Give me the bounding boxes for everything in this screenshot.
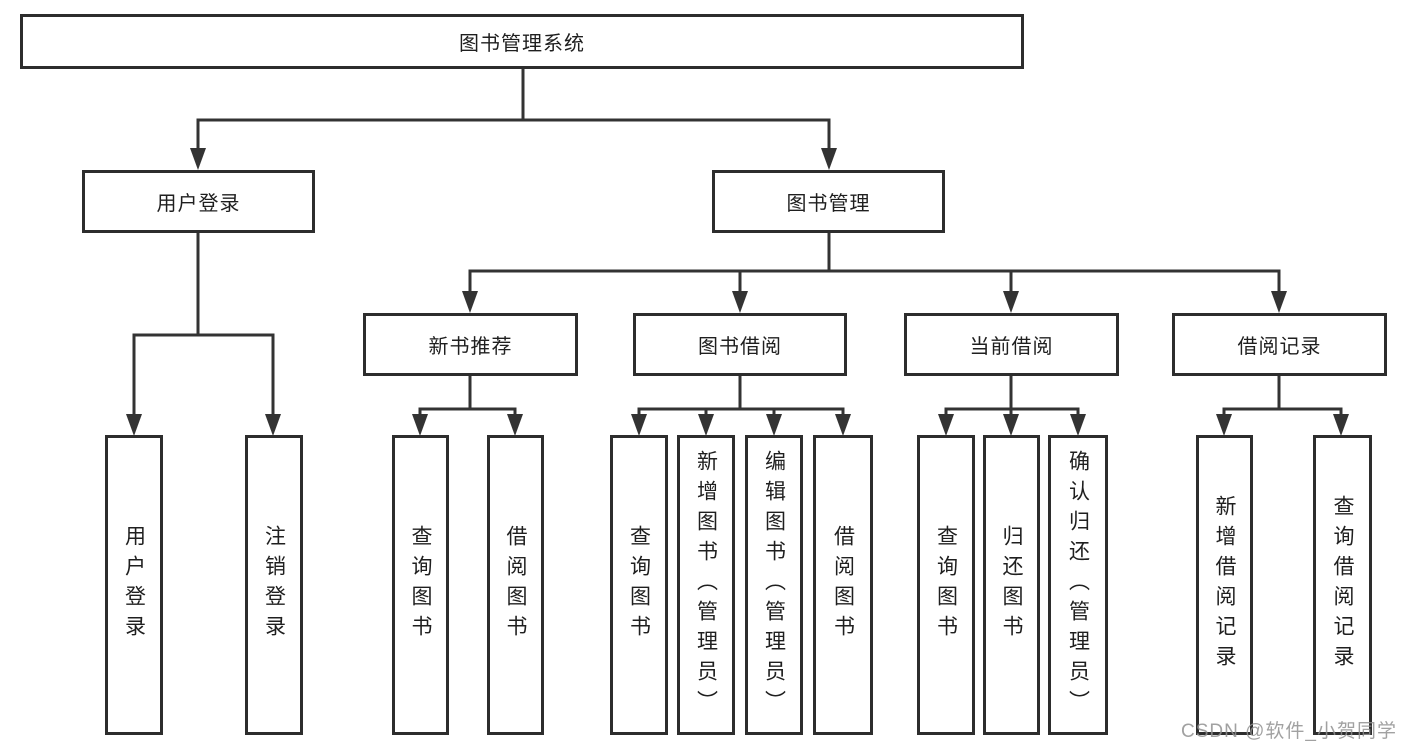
- node-label: 编辑图书（管理员）: [762, 450, 786, 720]
- node-user-login: 用户登录: [82, 170, 315, 233]
- node-label: 图书借阅: [698, 336, 782, 358]
- node-root-system: 图书管理系统: [20, 14, 1024, 69]
- node-leaf-confirm-return-admin: 确认归还（管理员）: [1048, 435, 1108, 735]
- node-label: 新增图书（管理员）: [694, 450, 718, 720]
- node-leaf-logout: 注销登录: [245, 435, 303, 735]
- node-book-management: 图书管理: [712, 170, 945, 233]
- node-leaf-query-books-current: 查询图书: [917, 435, 975, 735]
- node-label: 借阅记录: [1237, 336, 1322, 358]
- node-label: 用户登录: [156, 193, 241, 215]
- node-leaf-borrow-books-borrowing: 借阅图书: [813, 435, 873, 735]
- node-label: 当前借阅: [969, 336, 1054, 358]
- node-leaf-query-borrow-record: 查询借阅记录: [1313, 435, 1372, 735]
- node-label: 新增借阅记录: [1213, 495, 1236, 675]
- node-leaf-query-books-recommend: 查询图书: [392, 435, 449, 735]
- node-leaf-user-login: 用户登录: [105, 435, 163, 735]
- node-label: 借阅图书: [831, 525, 855, 645]
- node-label: 查询借阅记录: [1331, 495, 1354, 675]
- node-label: 图书管理系统: [459, 33, 585, 55]
- node-leaf-add-books-admin: 新增图书（管理员）: [677, 435, 735, 735]
- node-label: 注销登录: [262, 525, 286, 645]
- node-label: 归还图书: [1000, 525, 1023, 645]
- node-label: 用户登录: [122, 525, 146, 645]
- node-label: 确认归还（管理员）: [1066, 450, 1090, 720]
- node-label: 借阅图书: [504, 525, 527, 645]
- node-leaf-edit-books-admin: 编辑图书（管理员）: [745, 435, 803, 735]
- node-borrowing-records: 借阅记录: [1172, 313, 1387, 376]
- node-label: 查询图书: [409, 525, 432, 645]
- node-leaf-query-books-borrowing: 查询图书: [610, 435, 668, 735]
- node-label: 查询图书: [627, 525, 651, 645]
- node-label: 图书管理: [786, 193, 871, 215]
- node-label: 查询图书: [934, 525, 958, 645]
- node-leaf-add-borrow-record: 新增借阅记录: [1196, 435, 1253, 735]
- csdn-watermark: CSDN @软件_小贺同学: [1181, 721, 1397, 742]
- node-current-borrowing: 当前借阅: [904, 313, 1119, 376]
- node-leaf-return-books: 归还图书: [983, 435, 1040, 735]
- node-book-borrowing: 图书借阅: [633, 313, 847, 376]
- node-new-book-recommend: 新书推荐: [363, 313, 578, 376]
- node-label: 新书推荐: [428, 336, 513, 358]
- node-leaf-borrow-books-recommend: 借阅图书: [487, 435, 544, 735]
